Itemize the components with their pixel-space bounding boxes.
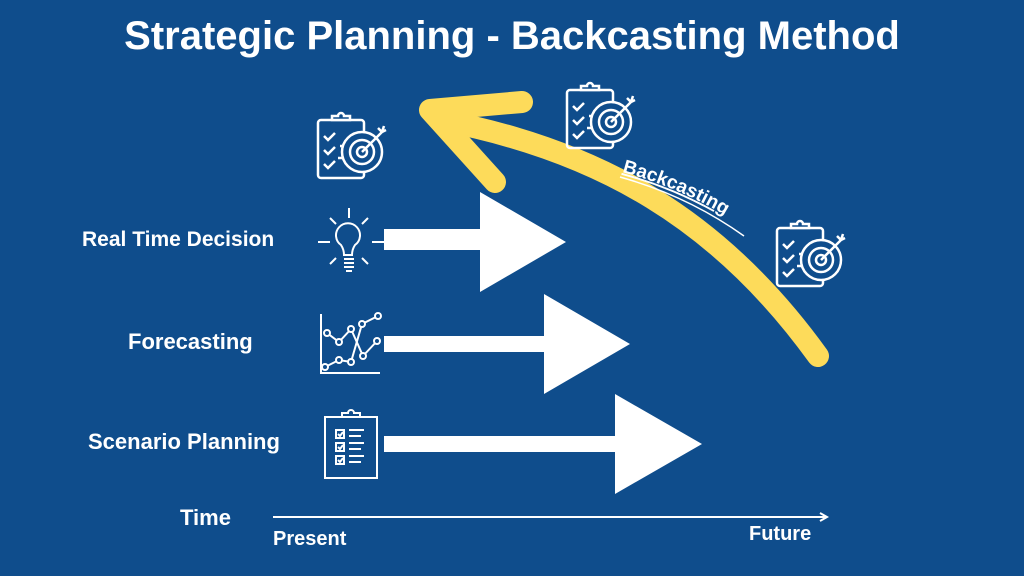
goal-icon-present xyxy=(316,111,388,180)
page-title: Strategic Planning - Backcasting Method xyxy=(124,14,900,58)
line-chart-icon xyxy=(320,312,382,374)
time-axis-end-label: Future xyxy=(749,523,812,545)
time-axis-start-label: Present xyxy=(273,528,347,550)
method-arrow-real-time-decision xyxy=(384,192,566,292)
checklist-clipboard-icon xyxy=(324,409,378,479)
method-label-real-time-decision: Real Time Decision xyxy=(82,228,275,251)
method-arrow-forecasting xyxy=(384,294,630,394)
backcasting-arrow xyxy=(419,91,829,367)
goal-icon-future xyxy=(775,219,847,288)
time-axis-label: Time xyxy=(180,505,231,530)
lightbulb-icon xyxy=(318,208,384,272)
method-arrow-scenario-planning xyxy=(384,394,702,494)
method-label-forecasting: Forecasting xyxy=(128,329,253,354)
backcasting-underline xyxy=(619,176,745,237)
goal-icon-mid xyxy=(565,81,637,150)
time-axis xyxy=(273,512,830,522)
method-label-scenario-planning: Scenario Planning xyxy=(88,429,280,454)
